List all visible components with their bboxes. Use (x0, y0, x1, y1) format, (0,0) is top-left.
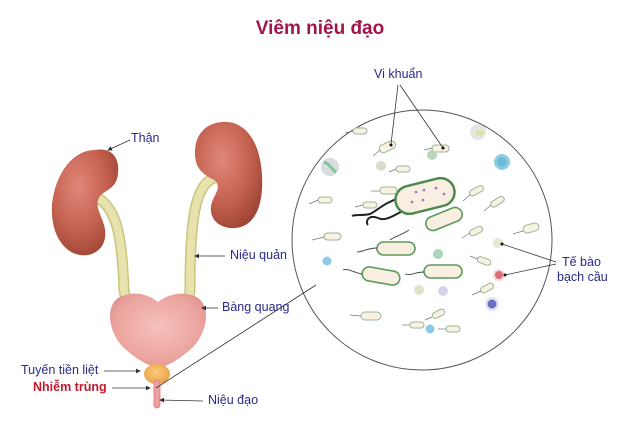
label-prostate: Tuyến tiền liệt (21, 363, 99, 377)
large-bacterium (351, 176, 456, 226)
label-bacteria: Vi khuẩn (374, 67, 423, 81)
left-kidney (51, 149, 119, 256)
label-kidney: Thận (131, 131, 160, 145)
urethra (153, 379, 161, 409)
prostate (144, 364, 170, 384)
bladder (110, 293, 206, 368)
label-infection: Nhiễm trùng (33, 380, 107, 394)
right-kidney (194, 121, 263, 229)
ureters (92, 172, 220, 306)
label-ureter: Niệu quản (230, 248, 287, 262)
bacteria-medium (361, 206, 463, 286)
label-wbc-line2: bạch cầu (557, 270, 608, 284)
bacteria-small (317, 127, 540, 333)
cells (321, 124, 510, 334)
diagram-title: Viêm niệu đạo (255, 18, 385, 39)
label-wbc-line1: Tế bào (562, 255, 601, 269)
label-bladder: Bàng quang (222, 300, 290, 314)
label-urethra: Niệu đạo (208, 393, 259, 407)
